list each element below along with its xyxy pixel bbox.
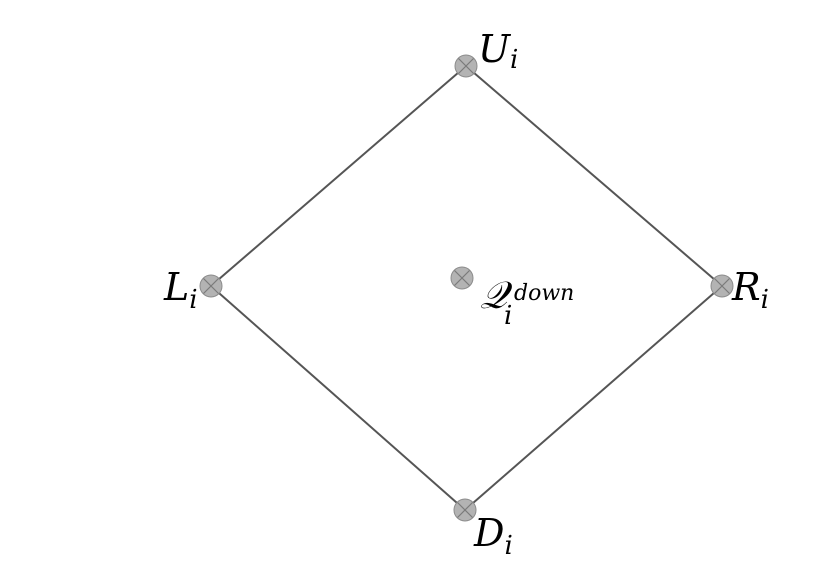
label-u-base: U [478, 27, 512, 71]
label-r-sub: i [761, 285, 769, 315]
edge-l-u [210, 65, 467, 287]
edge-u-r [465, 65, 723, 287]
edge-d-l [210, 285, 466, 511]
label-q-sub: i [504, 301, 512, 331]
label-u-sub: i [510, 45, 518, 75]
node-u [454, 54, 478, 78]
label-q-sup: down [514, 281, 574, 306]
label-d-sub: i [504, 531, 512, 561]
label-d-base: D [473, 511, 504, 555]
node-d [453, 498, 477, 522]
label-l-base: L [163, 265, 189, 309]
label-r-base: R [731, 265, 761, 309]
label-d: Di [473, 511, 513, 561]
label-u: Ui [478, 27, 518, 75]
node-q [450, 266, 474, 290]
edge-r-d [464, 285, 723, 511]
node-r [710, 274, 734, 298]
node-l [199, 274, 223, 298]
label-l-sub: i [189, 285, 197, 315]
label-r: Ri [731, 265, 769, 315]
label-l: Li [163, 265, 198, 315]
